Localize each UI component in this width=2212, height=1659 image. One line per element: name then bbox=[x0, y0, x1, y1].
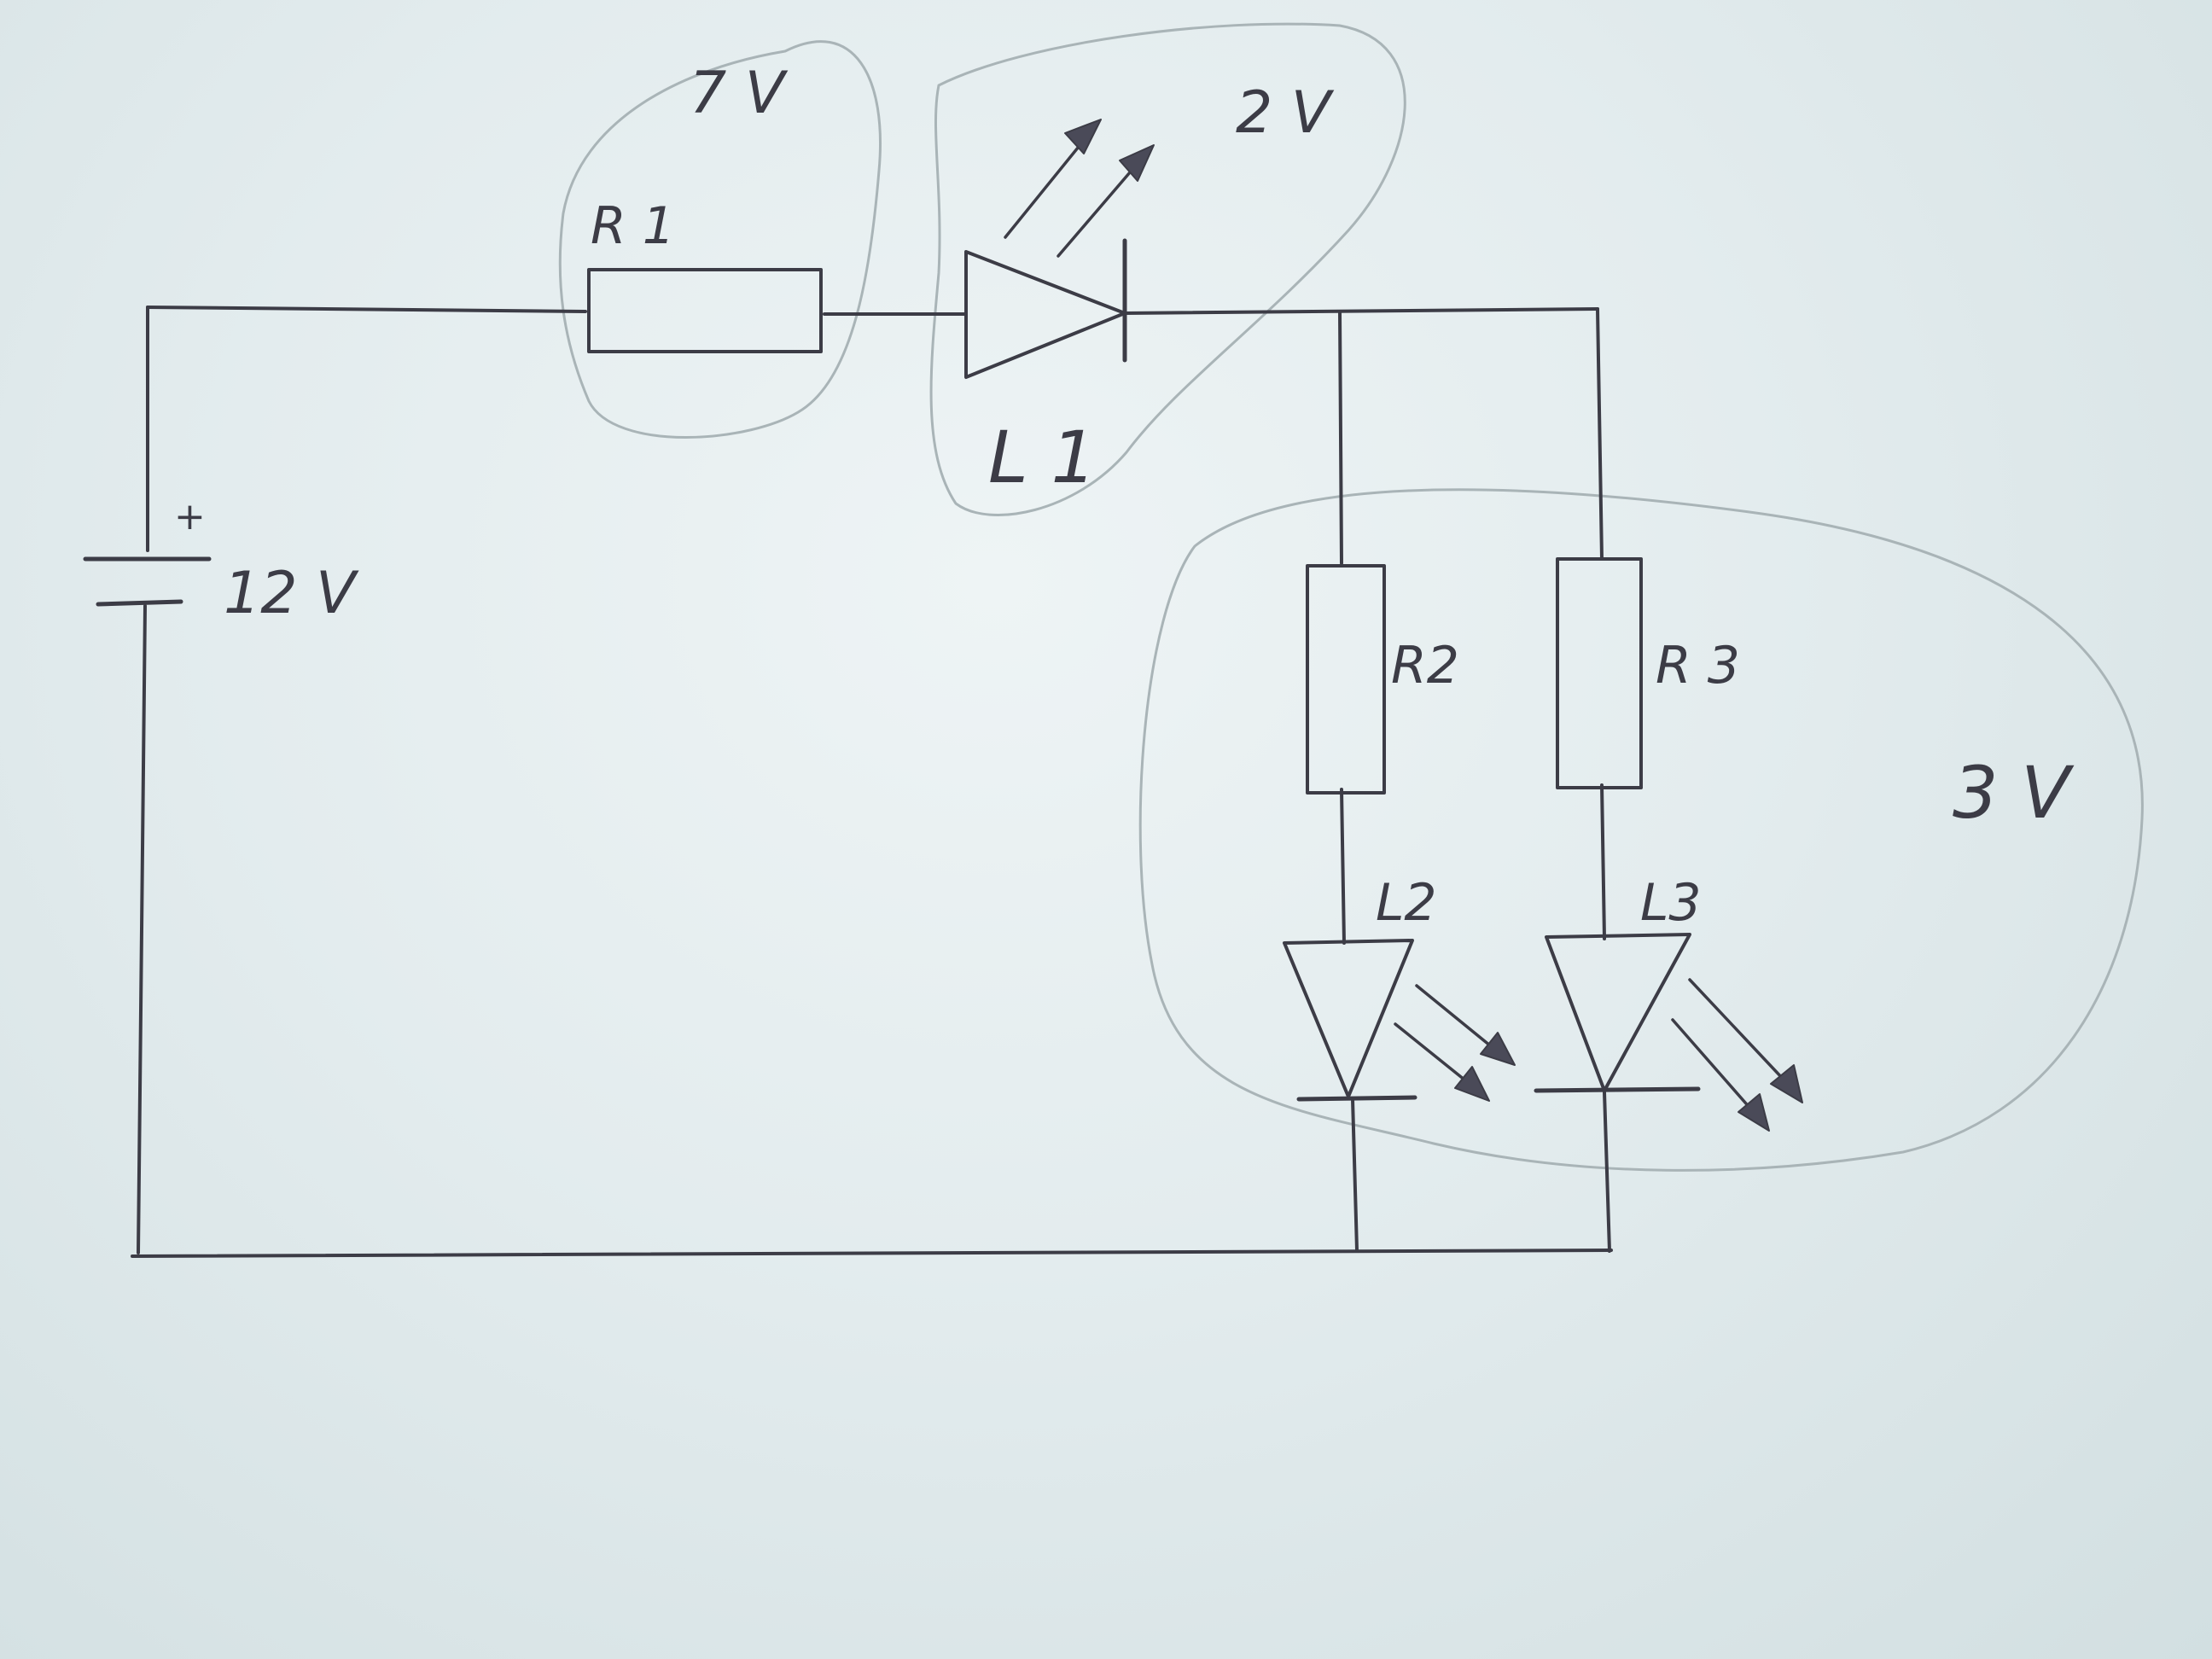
l1-label: L 1 bbox=[988, 416, 1097, 499]
l1-voltage-label: 2 V bbox=[1236, 79, 1335, 147]
wires bbox=[131, 306, 1613, 1258]
l3-label: L3 bbox=[1640, 873, 1702, 933]
r3-label: R 3 bbox=[1656, 636, 1740, 696]
resistor-r1 bbox=[587, 268, 823, 353]
r1-voltage-label: 7 V bbox=[690, 60, 789, 127]
led-l3-light-arrows-icon bbox=[1671, 978, 1803, 1132]
led-l2-light-arrows-icon bbox=[1394, 984, 1516, 1102]
r2-label: R2 bbox=[1391, 636, 1459, 696]
resistor-r2 bbox=[1306, 564, 1386, 795]
battery-voltage-label: 12 V bbox=[224, 560, 359, 627]
battery-plus-sign: + bbox=[174, 495, 206, 538]
parallel-voltage-group-outline bbox=[1138, 488, 2144, 1172]
parallel-voltage-label: 3 V bbox=[1953, 751, 2075, 835]
led-l2 bbox=[1283, 939, 1417, 1102]
r1-voltage-group-outline bbox=[558, 40, 882, 439]
battery-12v bbox=[83, 556, 212, 607]
led-l1 bbox=[964, 238, 1127, 379]
r1-label: R 1 bbox=[591, 196, 675, 256]
resistor-r3 bbox=[1556, 557, 1643, 789]
led-l3 bbox=[1534, 933, 1701, 1093]
led-l1-light-arrows-icon bbox=[1004, 119, 1155, 258]
battery-short-plate bbox=[96, 599, 183, 607]
l2-label: L2 bbox=[1376, 873, 1437, 933]
